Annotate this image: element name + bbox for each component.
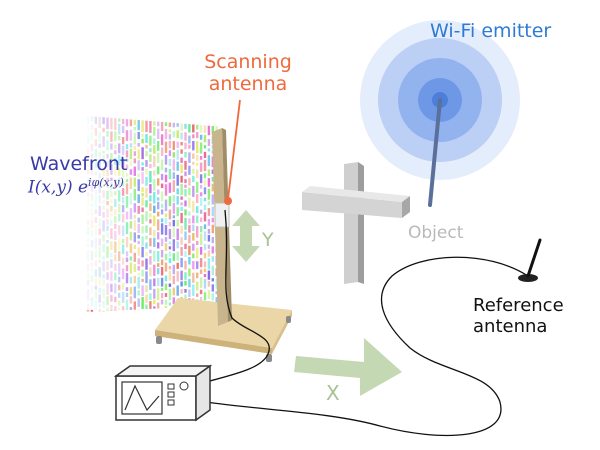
- base-foot: [286, 316, 291, 323]
- reference-antenna-label: Reference antenna: [473, 295, 564, 337]
- instrument-top: [113, 365, 213, 377]
- orange-dot-icon: [224, 197, 232, 205]
- wifi-emitter: [360, 20, 520, 207]
- instrument-button: [167, 383, 175, 390]
- wifi-stand: [428, 98, 442, 207]
- wavefront-fade: [80, 110, 220, 310]
- reference-antenna-label-line2: antenna: [473, 315, 548, 337]
- base-plate-side: [155, 330, 272, 354]
- scanning-antenna-label-line2: antenna: [208, 72, 288, 95]
- reference-base: [518, 274, 538, 282]
- scanning-antenna-label-line1: Scanning: [204, 51, 292, 73]
- reference-antenna-label-line1: Reference: [473, 295, 564, 316]
- scan-leader-line: [227, 99, 241, 200]
- wifi-emitter-label: Wi-Fi emitter: [430, 20, 552, 42]
- axis-x-label: X: [326, 381, 340, 405]
- object-label: Object: [408, 223, 464, 243]
- cross-vertical-side: [358, 162, 364, 284]
- monopole-antenna-icon: [518, 238, 542, 282]
- cross-horizontal-top: [302, 186, 410, 202]
- instrument-side: [195, 364, 211, 422]
- object-cross: [302, 162, 410, 284]
- instrument-trace: [124, 384, 160, 412]
- cross-horizontal-front: [302, 192, 402, 218]
- instrument-button: [167, 399, 175, 406]
- scanning-antenna-label: Scanning antenna: [196, 51, 300, 96]
- wavefront-formula: I(x,y) eiφ(x,y): [28, 176, 124, 198]
- cross-vertical-front: [344, 162, 358, 284]
- axis-y-label: Y: [261, 229, 274, 251]
- instrument-knob: [179, 381, 189, 391]
- reference-cable: [205, 256, 529, 437]
- cross-horizontal-end: [402, 196, 410, 218]
- oscilloscope-icon: [113, 364, 213, 422]
- scan-antenna-cable: [205, 209, 270, 383]
- y-arrow-icon: Y: [232, 210, 274, 262]
- instrument-button: [167, 391, 175, 398]
- base-foot: [156, 336, 162, 344]
- x-arrow-icon: X: [294, 338, 402, 405]
- instrument-screen: [121, 381, 163, 415]
- rail-carriage: [214, 202, 230, 228]
- reference-whip: [526, 238, 542, 278]
- wavefront-label: Wavefront: [30, 153, 128, 175]
